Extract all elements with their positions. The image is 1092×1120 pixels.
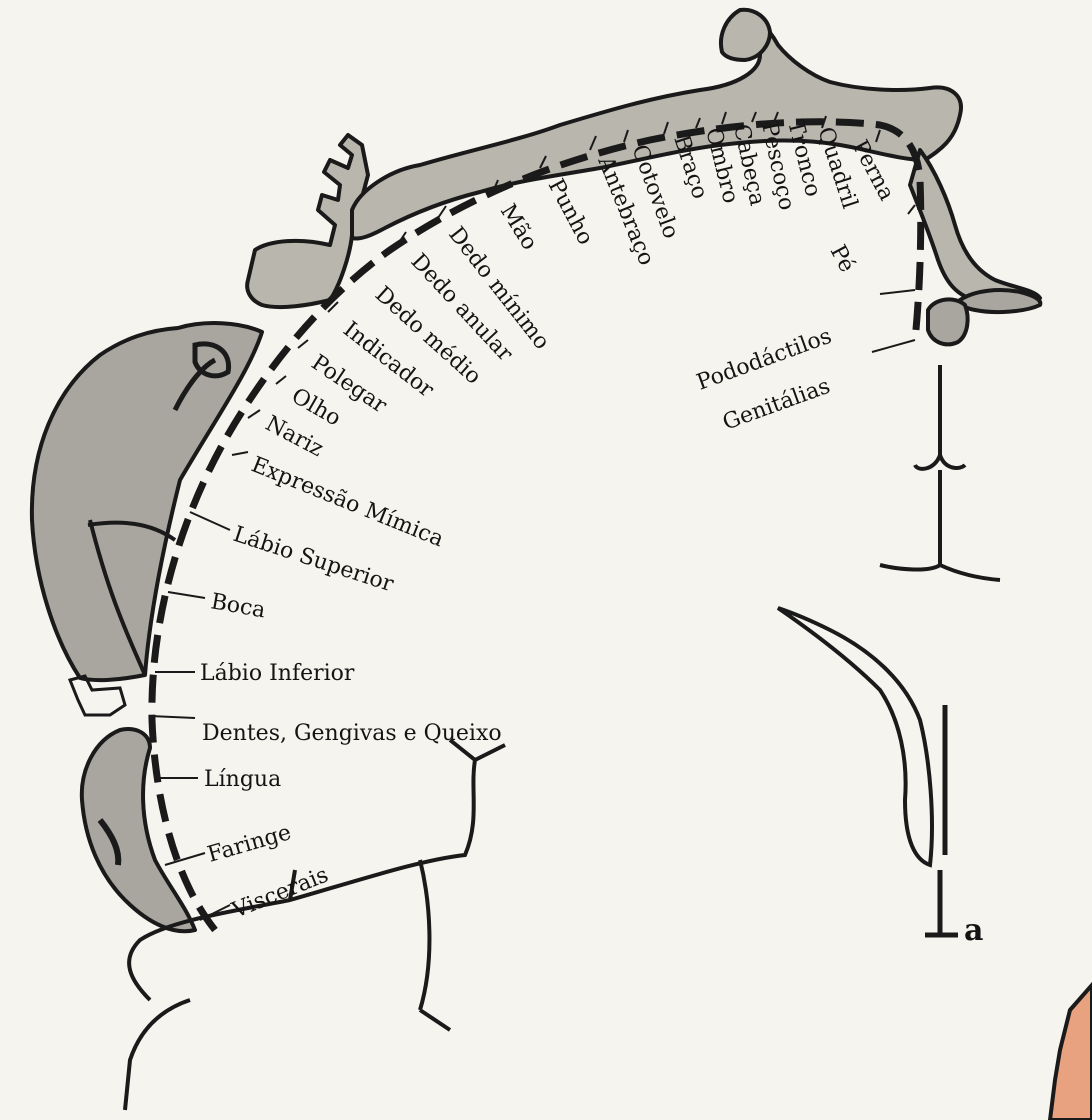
homunculus-toes [960, 290, 1041, 312]
label-faringe: Faringe [205, 820, 294, 868]
homunculus-head [721, 10, 770, 60]
label-punho: Punho [543, 175, 598, 249]
homunculus-leg [910, 150, 1040, 304]
hand-corner-shape [1050, 985, 1092, 1120]
top-labels: Perna Pé Quadril Tronco Pescoço Cabeça O… [209, 117, 899, 623]
face-lower-tongue [82, 729, 195, 931]
figure-letter-a: a [964, 913, 983, 948]
label-labio-superior: Lábio Superior [230, 522, 397, 597]
label-mao: Mão [495, 200, 542, 255]
label-pe: Pé [825, 241, 860, 276]
lower-labels: Lábio Inferior Dentes, Gengivas e Queixo… [200, 661, 502, 924]
sulcus-vertical-a [925, 705, 958, 935]
sulcus-boomerang [778, 608, 932, 865]
face-upper [32, 323, 262, 680]
label-lingua: Língua [204, 767, 281, 792]
homunculus-genitals [928, 299, 968, 344]
label-dentes-gengivas-queixo: Dentes, Gengivas e Queixo [202, 721, 502, 746]
label-labio-inferior: Lábio Inferior [200, 661, 355, 686]
homunculus-hand [247, 135, 368, 307]
label-boca: Boca [209, 589, 267, 623]
sulcus-upper-right [880, 365, 1000, 580]
